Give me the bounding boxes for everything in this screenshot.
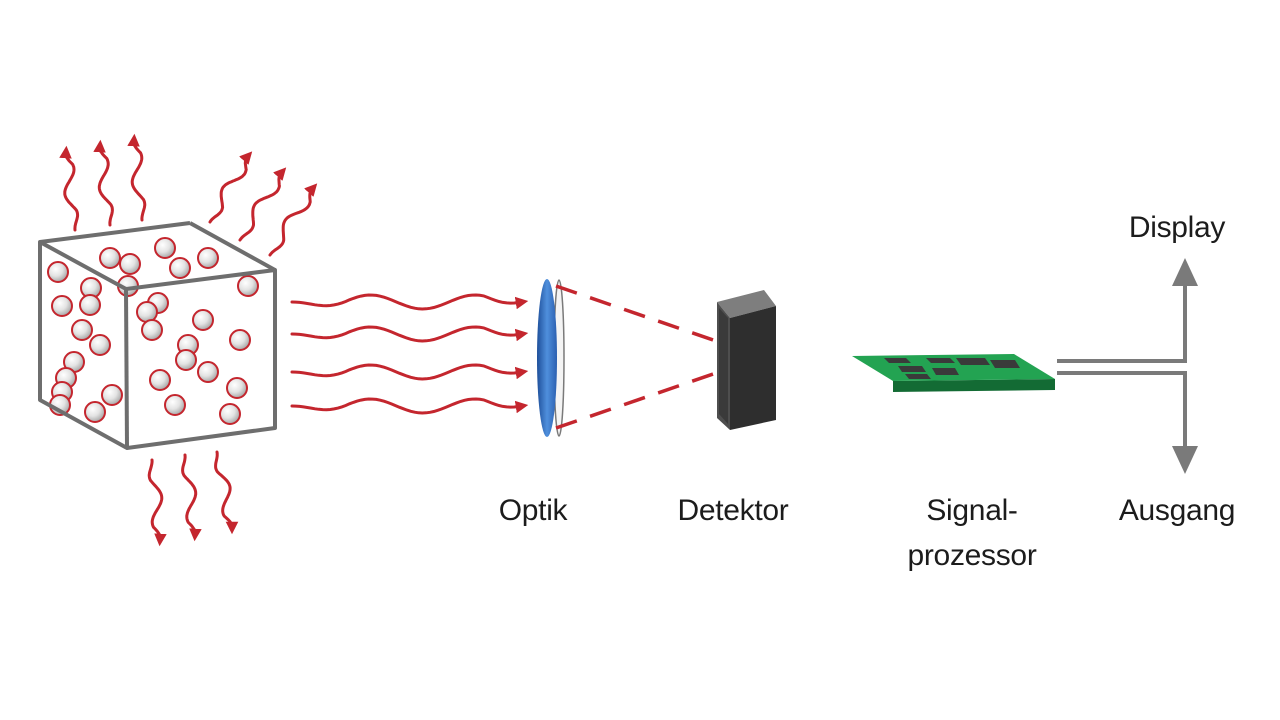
particle-sphere — [149, 369, 171, 391]
emitted-radiation-arrows — [59, 133, 529, 547]
radiation-wave-arrow — [127, 133, 147, 222]
chips — [884, 358, 1020, 379]
particle-sphere — [136, 301, 158, 323]
radiation-wave-arrow — [59, 145, 80, 232]
particles — [47, 237, 259, 425]
particle-sphere — [71, 319, 93, 341]
cube-back-edges — [39, 221, 276, 272]
arrow-down-icon — [1172, 446, 1198, 474]
radiation-wave-arrow — [208, 151, 253, 224]
radiation-wave-arrow — [147, 458, 167, 547]
radiation-wave-arrow — [181, 453, 202, 542]
particle-sphere — [84, 401, 106, 423]
particle-sphere — [219, 403, 241, 425]
particle-sphere — [47, 261, 69, 283]
particle-sphere — [141, 319, 163, 341]
particle-sphere — [197, 247, 219, 269]
particle-sphere — [197, 361, 219, 383]
particle-sphere — [237, 275, 259, 297]
radiation-wave-arrow — [290, 397, 529, 415]
label-processor-line1: Signal- — [926, 494, 1017, 527]
particle-sphere — [101, 384, 123, 406]
circuit-board-icon — [852, 354, 1055, 392]
particle-sphere — [51, 295, 73, 317]
label-output: Ausgang — [1119, 494, 1235, 527]
particle-sphere — [164, 394, 186, 416]
detector-icon — [717, 290, 776, 430]
radiation-wave-arrow — [268, 183, 318, 257]
radiation-wave-arrow — [290, 325, 529, 343]
particle-sphere — [169, 257, 191, 279]
particle-sphere — [229, 329, 251, 351]
particle-sphere — [226, 377, 248, 399]
arrow-up-icon — [1172, 258, 1198, 286]
particle-sphere — [192, 309, 214, 331]
focus-beam-lines — [555, 284, 720, 430]
particle-sphere — [89, 334, 111, 356]
particle-sphere — [119, 253, 141, 275]
radiation-wave-arrow — [238, 167, 287, 242]
radiation-wave-arrow — [290, 293, 529, 311]
label-processor-line2: prozessor — [907, 539, 1036, 572]
label-optics: Optik — [499, 494, 569, 527]
label-display: Display — [1129, 211, 1226, 244]
radiation-wave-arrow — [290, 363, 529, 381]
particle-sphere — [79, 294, 101, 316]
label-detector: Detektor — [678, 494, 789, 527]
particle-sphere — [154, 237, 176, 259]
radiation-wave-arrow — [93, 139, 114, 227]
radiation-wave-arrow — [214, 450, 239, 535]
particle-sphere — [175, 349, 197, 371]
measurement-object-cube — [38, 221, 277, 450]
output-connector — [1057, 285, 1187, 448]
cube-front-edges — [38, 240, 277, 450]
lens-icon — [537, 279, 565, 437]
particle-sphere — [99, 247, 121, 269]
